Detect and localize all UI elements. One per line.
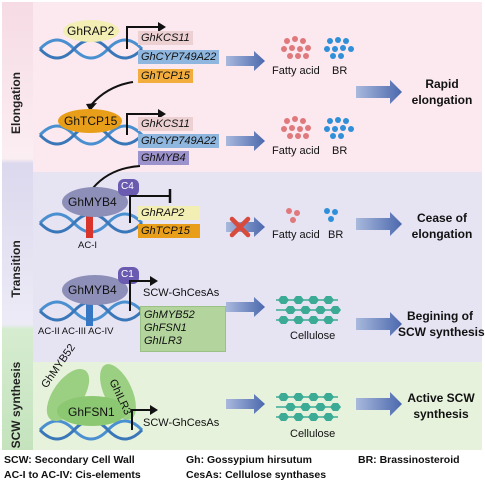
outcome-line: SCW synthesis bbox=[398, 325, 485, 339]
br-dots bbox=[324, 117, 354, 139]
side-label-scw-text: SCW synthesis bbox=[9, 361, 23, 449]
fatty-acid-dots bbox=[281, 36, 311, 59]
promoter-arrow-head bbox=[150, 276, 158, 286]
fatty-acid-label: Fatty acid bbox=[272, 65, 320, 77]
ghmyb4-label: GhMYB4 bbox=[68, 283, 117, 297]
c1-badge-label: C1 bbox=[121, 269, 134, 280]
ghrap2-protein bbox=[63, 20, 119, 42]
gene-ghrap2: GhRAP2 bbox=[138, 206, 200, 220]
outcome-line: synthesis bbox=[413, 407, 469, 421]
outcome-arrow bbox=[356, 392, 402, 416]
flow-arrow bbox=[226, 131, 265, 151]
ghmyb52-protein bbox=[46, 368, 90, 422]
promoter-arrow-head bbox=[150, 405, 158, 415]
side-label-transition: Transition bbox=[9, 240, 23, 298]
ghfsn1-protein bbox=[57, 396, 127, 426]
outcome-arrow bbox=[356, 312, 402, 336]
scw-cesas-label: SCW-GhCesAs bbox=[143, 417, 220, 429]
outcome-beginning-scw: Begining of SCW synthesis bbox=[398, 308, 485, 340]
gene-ghmyb4: GhMYB4 bbox=[138, 151, 189, 165]
br-label: BR bbox=[328, 229, 344, 241]
repression-arrow bbox=[129, 195, 170, 223]
feedback-arrow bbox=[92, 165, 141, 189]
outcome-line: elongation bbox=[411, 227, 473, 241]
fatty-acid-dots bbox=[286, 208, 300, 223]
promoter-arrow bbox=[126, 26, 158, 49]
legend-gh: Gh: Gossypium hirsutum bbox=[186, 454, 313, 466]
cellulose-label: Cellulose bbox=[290, 330, 336, 342]
outcome-arrow bbox=[356, 80, 402, 104]
c4-badge-label: C4 bbox=[121, 181, 134, 192]
outcome-arrow bbox=[356, 212, 402, 236]
flow-arrow bbox=[226, 51, 265, 71]
promoter-arrow bbox=[129, 280, 150, 311]
cis-element-ac2-4 bbox=[86, 296, 93, 326]
outcome-line: Cease of bbox=[416, 211, 468, 225]
br-label: BR bbox=[332, 145, 348, 157]
outcome-line: Rapid bbox=[425, 77, 459, 91]
legend-cesas: CesAs: Cellulose synthases bbox=[186, 469, 327, 481]
br-label: BR bbox=[332, 65, 348, 77]
side-label-elongation: Elongation bbox=[9, 72, 23, 134]
side-bar bbox=[2, 2, 33, 450]
side-label-scw: SCW synthesis bbox=[9, 359, 23, 451]
ghfsn1-label: GhFSN1 bbox=[68, 405, 115, 419]
flow-arrow bbox=[226, 297, 265, 317]
c4-badge bbox=[118, 179, 139, 196]
br-dots bbox=[324, 208, 338, 222]
promoter-arrow bbox=[131, 409, 150, 430]
outcome-rapid-elongation: Rapid elongation bbox=[405, 76, 479, 108]
cellulose-chains bbox=[276, 393, 341, 421]
cellulose-label: Cellulose bbox=[290, 428, 336, 440]
outcome-active-scw: Active SCW synthesis bbox=[402, 390, 480, 422]
outcome-cease-elongation: Cease of elongation bbox=[405, 210, 479, 242]
gene-ghtcp15: GhTCP15 bbox=[138, 224, 200, 238]
br-dots bbox=[324, 37, 354, 59]
cis-element-ac1 bbox=[86, 208, 93, 238]
promoter-arrow bbox=[126, 113, 158, 135]
cis-element-label: AC-I bbox=[78, 240, 97, 251]
ghrap2-label: GhRAP2 bbox=[67, 24, 115, 38]
gene-ghfsn1: GhFSN1 bbox=[144, 322, 187, 334]
fatty-acid-dots bbox=[281, 116, 311, 139]
promoter-arrow-head bbox=[158, 22, 166, 32]
outcome-line: elongation bbox=[411, 93, 473, 107]
target-gene-box: GhMYB52 GhFSN1 GhILR3 bbox=[140, 306, 226, 352]
gene-ghtcp15: GhTCP15 bbox=[138, 69, 193, 83]
legend-br: BR: Brassinosteroid bbox=[358, 454, 460, 466]
gene-ghkcs11: GhKCS11 bbox=[138, 117, 193, 131]
ghtcp15-label: GhTCP15 bbox=[64, 114, 118, 128]
ghilr3-protein bbox=[100, 364, 136, 420]
promoter-arrow-head bbox=[158, 109, 166, 119]
ghtcp15-protein bbox=[58, 109, 122, 133]
fatty-acid-label: Fatty acid bbox=[272, 145, 320, 157]
gene-ghcyp749a22: GhCYP749A22 bbox=[138, 50, 220, 64]
outcome-line: Active SCW bbox=[407, 391, 475, 405]
feedback-arrow-head bbox=[86, 103, 97, 111]
ghmyb4-protein bbox=[62, 187, 128, 217]
outcome-line: Begining of bbox=[407, 309, 473, 323]
feedback-arrow bbox=[91, 81, 134, 105]
fatty-acid-label: Fatty acid bbox=[272, 229, 320, 241]
legend-scw: SCW: Secondary Cell Wall bbox=[4, 454, 135, 466]
c1-badge bbox=[118, 267, 139, 284]
cis-element-label: AC-II AC-III AC-IV bbox=[38, 326, 114, 337]
ghmyb4-label: GhMYB4 bbox=[68, 195, 117, 209]
gene-ghcyp749a22: GhCYP749A22 bbox=[138, 134, 220, 148]
blocked-x-icon bbox=[229, 216, 251, 238]
scw-cesas-label: SCW-GhCesAs bbox=[143, 287, 220, 299]
gene-ghmyb52: GhMYB52 bbox=[144, 309, 195, 321]
gene-ghilr3: GhILR3 bbox=[144, 335, 182, 347]
gene-ghkcs11: GhKCS11 bbox=[138, 31, 193, 45]
cellulose-chains bbox=[276, 296, 341, 324]
legend-ac: AC-I to AC-IV: Cis-elements bbox=[4, 469, 141, 481]
flow-arrow bbox=[226, 394, 265, 414]
ghmyb4-protein bbox=[62, 275, 128, 305]
